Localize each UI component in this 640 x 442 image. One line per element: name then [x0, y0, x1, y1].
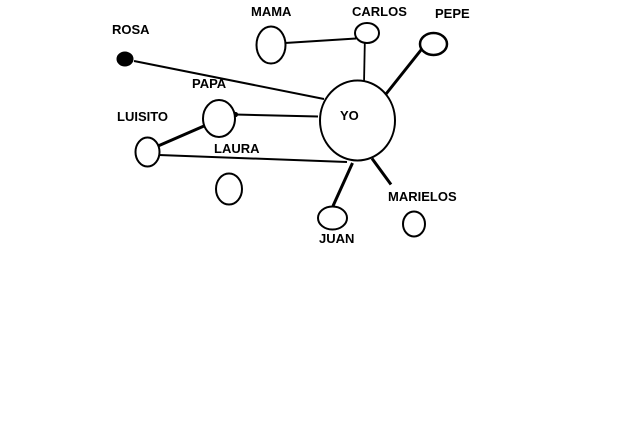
edge-mama-carlos — [284, 37, 357, 44]
nodes-group — [116, 22, 449, 238]
node-shape-juan — [317, 205, 348, 231]
node-shape-laura — [215, 172, 243, 206]
edge-yo-marielos — [370, 157, 393, 186]
node-label-rosa: ROSA — [112, 22, 150, 38]
node-label-luisito: LUISITO — [117, 109, 169, 125]
node-label-marielos: MARIELOS — [388, 189, 457, 205]
node-label-laura: LAURA — [214, 141, 260, 157]
node-shape-yo — [319, 79, 396, 162]
edge-yo-juan — [331, 162, 354, 207]
node-label-carlos: CARLOS — [352, 4, 407, 20]
node-label-juan: JUAN — [319, 231, 355, 247]
node-label-yo: YO — [340, 108, 359, 124]
node-shape-mama — [255, 25, 287, 65]
node-shape-pepe — [418, 31, 449, 57]
edge-luisito-papa — [157, 124, 205, 148]
node-shape-luisito — [134, 136, 161, 168]
node-label-pepe: PEPE — [435, 6, 470, 22]
edge-pepe-yo — [384, 46, 425, 95]
edge-papa-yo — [234, 113, 319, 118]
node-label-mama: MAMA — [251, 4, 292, 20]
edge-luisito-yo — [158, 154, 348, 163]
node-shape-marielos — [402, 210, 426, 238]
node-shape-carlos — [354, 22, 380, 44]
edge-rosa-yo — [133, 60, 325, 100]
node-label-papa: PAPA — [192, 76, 227, 92]
node-shape-rosa — [116, 51, 134, 67]
node-shape-papa — [202, 99, 236, 138]
